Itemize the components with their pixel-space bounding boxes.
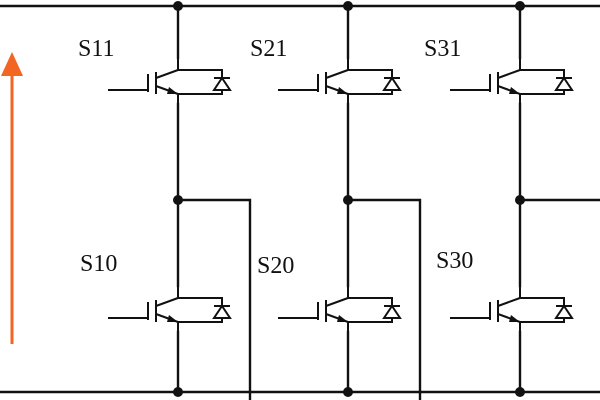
switch-label-s20: S20 (257, 253, 294, 279)
junction-dot (343, 195, 353, 205)
junction-dot (343, 387, 353, 397)
switch-label-s10: S10 (80, 251, 117, 277)
igbt-with-antiparallel-diode-icon (278, 58, 402, 104)
switch-label-s11: S11 (78, 36, 114, 62)
junction-dot (173, 195, 183, 205)
switch-label-s31: S31 (424, 36, 461, 62)
igbt-with-antiparallel-diode-icon (450, 58, 574, 104)
leg-2 (343, 1, 422, 400)
junction-dot (515, 1, 525, 11)
phase-output-wire-1 (176, 198, 252, 400)
junction-dot (343, 1, 353, 11)
igbt-with-antiparallel-diode-icon (108, 58, 232, 104)
igbt-with-antiparallel-diode-icon (108, 286, 232, 332)
igbt-with-antiparallel-diode-icon (278, 286, 402, 332)
junction-dot (515, 387, 525, 397)
voltage-arrow-icon (1, 52, 23, 344)
junction-dot (173, 387, 183, 397)
leg-3 (515, 1, 600, 397)
switch-label-s21: S21 (250, 36, 287, 62)
leg-1 (173, 1, 252, 400)
junction-dot (173, 1, 183, 11)
junction-dot (515, 195, 525, 205)
switch-label-s30: S30 (436, 248, 473, 274)
igbt-with-antiparallel-diode-icon (450, 286, 574, 332)
phase-output-wire-2 (346, 198, 422, 400)
